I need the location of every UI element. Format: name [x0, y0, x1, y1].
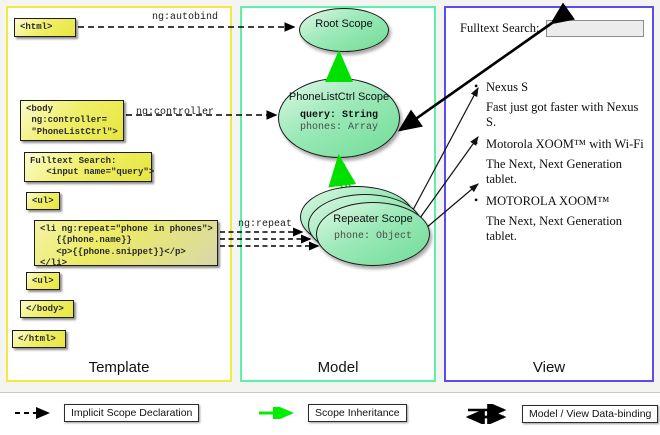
scope-repeater: Repeater Scope phone: Object	[316, 202, 430, 266]
list-item: MOTOROLA XOOM™ The Next, Next Generation…	[472, 193, 648, 244]
code-box-body-close: </body>	[20, 300, 74, 318]
scope-root-title: Root Scope	[315, 18, 373, 30]
view-column: Fulltext Search: Nexus S Fast just got f…	[444, 6, 654, 382]
legend-label-model-view-data-binding: Model / View Data-binding	[522, 405, 659, 423]
view-column-label: View	[532, 359, 566, 376]
legend-item-scope-inheritance: Scope Inheritance	[258, 404, 407, 422]
scope-phonelistctrl-prop-phones: phones: Array	[299, 122, 378, 134]
legend: Implicit Scope Declaration Scope Inherit…	[0, 392, 660, 435]
view-phone-list: Nexus S Fast just got faster with Nexus …	[472, 79, 648, 251]
list-item: Motorola XOOM™ with Wi-Fi The Next, Next…	[472, 136, 648, 187]
view-item-name: Nexus S	[472, 79, 648, 95]
legend-item-implicit-scope-declaration: Implicit Scope Declaration	[14, 404, 200, 422]
double-arrow-icon	[465, 401, 514, 426]
code-box-li-repeat: <li ng:repeat="phone in phones"> {{phone…	[34, 220, 218, 268]
code-box-ul-open: <ul>	[26, 192, 60, 210]
scope-phonelistctrl-prop-query: query: String	[299, 110, 378, 122]
view-search-row: Fulltext Search:	[460, 20, 644, 37]
edge-label-ng-autobind: ng:autobind	[152, 12, 219, 23]
code-box-html-close: </html>	[12, 330, 66, 348]
code-box-body-open: <body ng:controller= "PhoneListCtrl">	[20, 100, 124, 141]
legend-item-model-view-data-binding: Model / View Data-binding	[465, 401, 659, 426]
view-search-input[interactable]	[545, 20, 644, 37]
scope-repeater-prop-phone: phone: Object	[333, 231, 412, 243]
solid-arrow-icon	[258, 404, 300, 422]
code-box-html-open: <html>	[14, 18, 76, 37]
edge-label-ng-repeat: ng:repeat	[238, 219, 293, 230]
scope-root: Root Scope	[299, 8, 389, 52]
view-item-snippet: Fast just got faster with Nexus S.	[486, 100, 639, 129]
legend-label-implicit-scope-declaration: Implicit Scope Declaration	[64, 404, 200, 422]
view-item-snippet: The Next, Next Generation tablet.	[486, 214, 623, 243]
view-search-label: Fulltext Search:	[460, 21, 540, 35]
edge-label-ng-controller: ng:controller	[136, 107, 215, 118]
legend-label-scope-inheritance: Scope Inheritance	[308, 404, 407, 422]
view-item-name: Motorola XOOM™ with Wi-Fi	[472, 136, 648, 152]
view-item-snippet: The Next, Next Generation tablet.	[486, 157, 623, 186]
template-column-label: Template	[88, 359, 150, 376]
code-box-ul-close: <ul>	[26, 272, 60, 290]
list-item: Nexus S Fast just got faster with Nexus …	[472, 79, 648, 130]
view-item-name: MOTOROLA XOOM™	[472, 193, 648, 209]
scope-phonelistctrl: PhoneListCtrl Scope query: String phones…	[278, 78, 400, 158]
scope-phonelistctrl-title: PhoneListCtrl Scope	[288, 91, 390, 103]
dashed-arrow-icon	[14, 407, 56, 419]
scope-repeater-title: Repeater Scope	[333, 213, 413, 225]
code-box-fulltext-search: Fulltext Search: <input name="query">	[24, 152, 154, 182]
model-column-label: Model	[317, 359, 359, 376]
